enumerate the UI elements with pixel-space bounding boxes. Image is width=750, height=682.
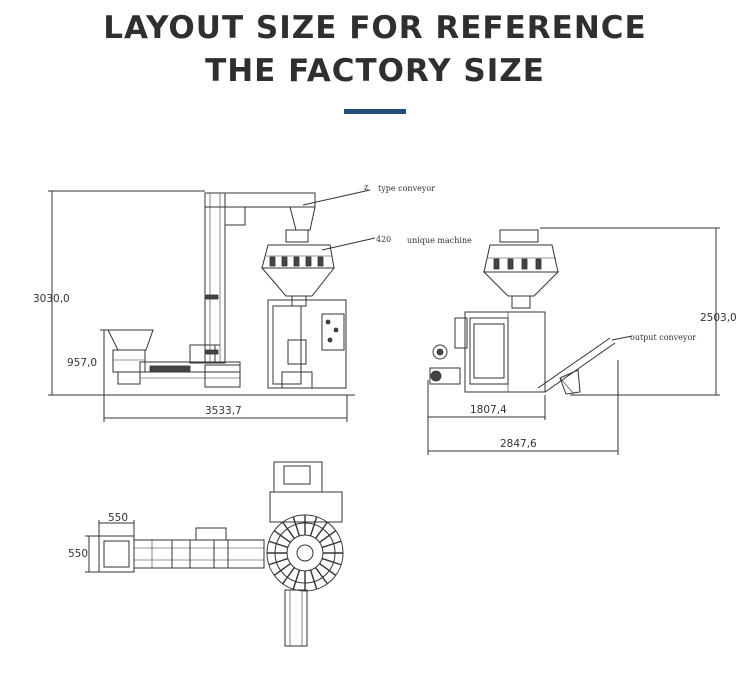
weigher-bucket [282,567,295,585]
weigher-bucket [292,516,301,537]
weigher-bucket [273,530,291,543]
front-machine-prefix: 420 [376,235,391,244]
top-dim-height: 550 [68,548,88,560]
front-machine-label: unique machine [407,236,472,245]
weigher-bucket [315,521,328,539]
weigher-spokes [267,515,343,591]
front-conveyor-label: type conveyor [378,184,435,193]
weigher-bucket [319,563,337,576]
weigher-bucket [268,557,289,566]
side-output-label: output conveyor [630,333,696,342]
weigher-bucket [282,521,295,539]
front-height-hopper: 957,0 [67,357,97,369]
side-width-body: 1807,4 [470,404,507,416]
weigher-bucket [321,557,342,566]
side-height-total: 2503,0 [700,312,737,324]
weigher-bucket [309,569,318,590]
title-accent-bar [344,109,406,114]
weigher-bucket [268,540,289,549]
page-subtitle: THE FACTORY SIZE [205,53,545,89]
side-view: 2503,0 1807,4 2847,6 [427,227,737,455]
front-width-total: 3533,7 [205,405,242,417]
side-width-total: 2847,6 [500,438,537,450]
page-title: LAYOUT SIZE FOR REFERENCE [103,10,647,46]
weigher-bucket [319,530,337,543]
weigher-bucket [273,563,291,576]
weigher-bucket [292,569,301,590]
front-view: 3030,0 957,0 3533,7 z typ [33,183,472,422]
weigher-bucket [321,540,342,549]
weigher-bucket [309,516,318,537]
top-dim-width: 550 [108,512,128,524]
top-view: 550 550 [68,461,344,647]
weigher-bucket [315,567,328,585]
front-height-total: 3030,0 [33,293,70,305]
front-conveyor-prefix: z [364,183,368,192]
